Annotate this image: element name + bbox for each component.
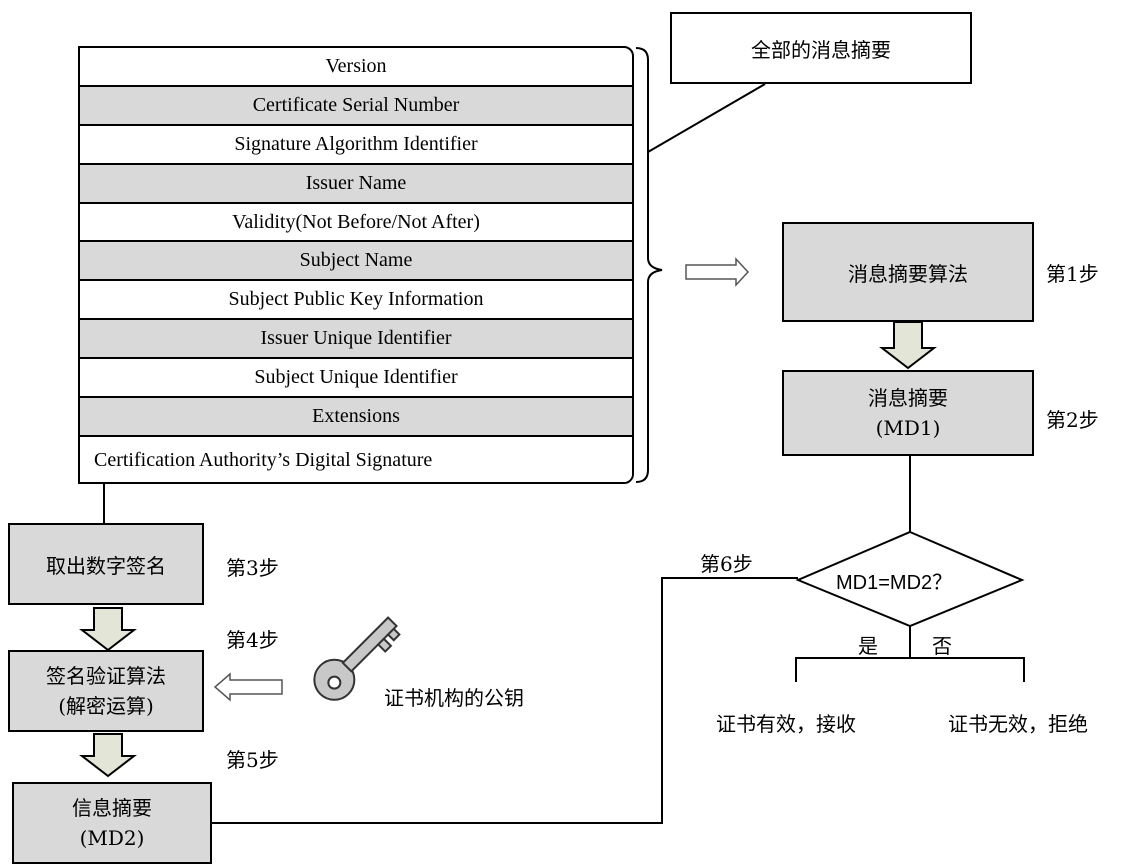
field-subject-unique-id: Subject Unique Identifier — [80, 359, 632, 399]
md1-box: 消息摘要 (MD1) — [782, 370, 1034, 456]
field-signature-algorithm: Signature Algorithm Identifier — [80, 126, 632, 165]
callout-box: 全部的消息摘要 — [670, 12, 972, 84]
down-arrow-5 — [79, 733, 137, 778]
field-issuer-unique-id: Issuer Unique Identifier — [80, 320, 632, 360]
callout-line — [647, 83, 766, 153]
step-4-label: 第4步 — [226, 628, 279, 652]
yes-label: 是 — [858, 634, 878, 658]
verify-algorithm-subtitle: (解密运算) — [58, 694, 154, 718]
verify-algorithm-box: 签名验证算法 (解密运算) — [8, 650, 204, 732]
field-validity: Validity(Not Before/Not After) — [80, 204, 632, 243]
step-6-label: 第6步 — [700, 552, 753, 576]
field-subject-name: Subject Name — [80, 242, 632, 282]
down-arrow-3 — [79, 607, 137, 652]
result-valid-label: 证书有效，接收 — [716, 712, 856, 736]
md1-title: 消息摘要 — [868, 386, 948, 410]
decision-label: MD1=MD2？ — [836, 572, 953, 594]
field-ca-signature: Certification Authority’s Digital Signat… — [80, 436, 632, 482]
field-subject-public-key: Subject Public Key Information — [80, 281, 632, 321]
ca-public-key-label: 证书机构的公钥 — [384, 686, 524, 710]
certificate-structure: Version Certificate Serial Number Signat… — [78, 46, 634, 484]
field-serial-number: Certificate Serial Number — [80, 86, 632, 126]
key-icon — [313, 616, 401, 701]
step-1-label: 第1步 — [1046, 262, 1099, 286]
extract-signature-label: 取出数字签名 — [46, 553, 166, 578]
callout-label: 全部的消息摘要 — [751, 37, 891, 62]
digest-algorithm-label: 消息摘要算法 — [848, 261, 968, 286]
step-3-label: 第3步 — [226, 556, 279, 580]
md2-to-decision — [212, 577, 798, 824]
step-5-label: 第5步 — [226, 748, 279, 772]
result-invalid-label: 证书无效，拒绝 — [948, 712, 1088, 736]
verify-algorithm-title: 签名验证算法 — [46, 664, 166, 688]
right-arrow — [685, 257, 750, 287]
no-label: 否 — [932, 634, 952, 658]
step-2-label: 第2步 — [1046, 408, 1099, 432]
md1-subtitle: (MD1) — [875, 416, 941, 440]
digest-algorithm-box: 消息摘要算法 — [782, 222, 1034, 322]
brace — [635, 47, 663, 483]
down-arrow-1 — [879, 321, 937, 370]
field-extensions: Extensions — [80, 398, 632, 437]
field-issuer-name: Issuer Name — [80, 164, 632, 204]
field-version: Version — [80, 48, 632, 87]
extract-signature-box: 取出数字签名 — [8, 523, 204, 605]
left-arrow — [213, 672, 283, 702]
md2-box: 信息摘要 (MD2) — [12, 782, 212, 864]
md2-title: 信息摘要 — [72, 796, 152, 820]
md2-subtitle: (MD2) — [79, 826, 145, 850]
